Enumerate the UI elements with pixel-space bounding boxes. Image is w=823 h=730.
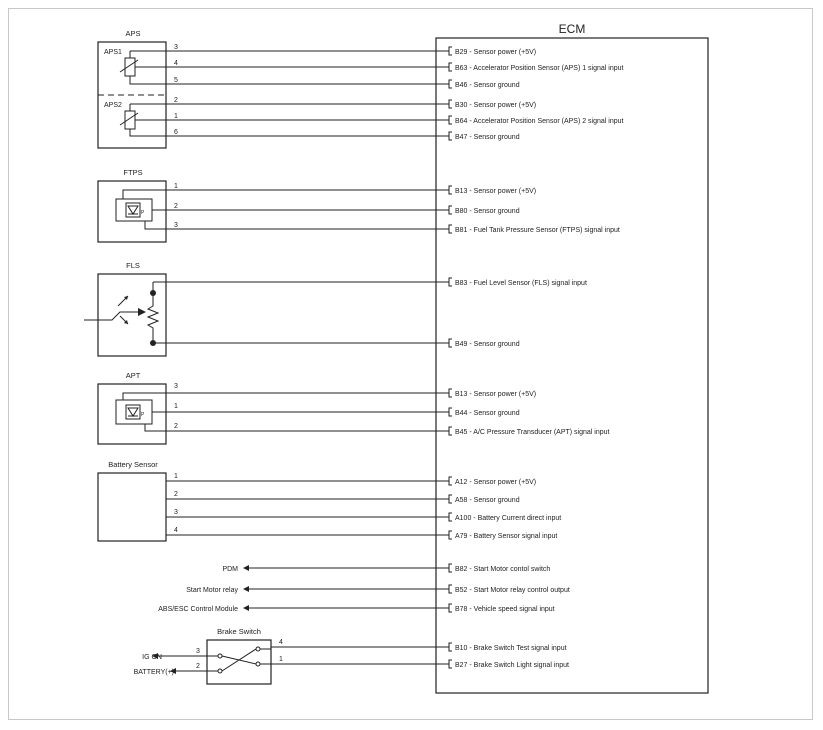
fls-sensor: FLS (84, 261, 449, 357)
battery-sensor: Battery Sensor 1 2 3 4 (97, 460, 449, 542)
brake-switch-title: Brake Switch (217, 627, 261, 636)
pressure-p-glyph: P (141, 210, 145, 216)
ecm-pin-label: B81 - Fuel Tank Pressure Sensor (FTPS) s… (455, 227, 620, 234)
apt-pin: 2 (174, 423, 178, 430)
battery-sensor-pin: 3 (174, 509, 178, 516)
ecm-pin-label: B82 - Start Motor contol switch (455, 566, 550, 573)
battery-sensor-pin: 2 (174, 491, 178, 498)
pressure-p-glyph: P (141, 412, 145, 418)
battery-sensor-title: Battery Sensor (108, 460, 158, 469)
ecm-pin-labels: B29 - Sensor power (+5V) B63 - Accelerat… (448, 46, 624, 669)
switch-contacts-icon (217, 646, 261, 674)
ig-on-label: IG ON (142, 654, 162, 661)
ecm-pin-label: B64 - Accelerator Position Sensor (APS) … (455, 118, 624, 125)
ecm-pin-label: A79 - Battery Sensor signal input (455, 533, 557, 540)
brake-switch: Brake Switch IG ON BATTERY(+) 3 2 4 1 (134, 627, 449, 685)
aps1-label: APS1 (104, 49, 122, 56)
brake-switch-pin: 1 (279, 656, 283, 663)
ecm-pin-label: B52 - Start Motor relay control output (455, 587, 570, 594)
ftps-sensor: FTPS P 1 2 3 (97, 168, 449, 243)
apt-title: APT (126, 371, 141, 380)
brake-switch-box (206, 639, 272, 685)
apt-sensor: APT P 3 1 2 (97, 371, 449, 445)
ftps-pin: 1 (174, 183, 178, 190)
ecm-box (435, 37, 709, 694)
ecm-pin-label: B78 - Vehicle speed signal input (455, 606, 555, 613)
ecm-pin-label: B27 - Brake Switch Light signal input (455, 662, 569, 669)
ecm-pin-label: B46 - Sensor ground (455, 82, 520, 89)
ecm-pin-label: A58 - Sensor ground (455, 497, 520, 504)
brake-switch-pin: 2 (196, 663, 200, 670)
ftps-pin: 3 (174, 222, 178, 229)
ftps-pin: 2 (174, 203, 178, 210)
ecm-pin-label: B63 - Accelerator Position Sensor (APS) … (455, 65, 624, 72)
ecm-title: ECM (559, 22, 586, 36)
aps2-label: APS2 (104, 102, 122, 109)
aps-pin: 1 (174, 113, 178, 120)
battery-sensor-box (97, 472, 167, 542)
output-dest-label: PDM (222, 566, 238, 573)
ecm-pin-label: B83 - Fuel Level Sensor (FLS) signal inp… (455, 280, 587, 287)
ecm-pin-label: A100 - Battery Current direct input (455, 515, 561, 522)
diagram-frame (8, 8, 813, 720)
ecm-pin-label: B44 - Sensor ground (455, 410, 520, 417)
output-dest-label: Start Motor relay (186, 587, 238, 594)
ecm-terminal-markers (448, 46, 452, 669)
fls-title: FLS (126, 261, 140, 270)
ecm-pin-label: B47 - Sensor ground (455, 134, 520, 141)
ecm-pin-label: A12 - Sensor power (+5V) (455, 479, 536, 486)
aps-title: APS (125, 29, 140, 38)
brake-switch-pin: 4 (279, 639, 283, 646)
aps1-potentiometer-icon (119, 50, 145, 85)
battery-sensor-pin: 1 (174, 473, 178, 480)
battery-plus-label: BATTERY(+) (134, 669, 174, 676)
aps-pin: 5 (174, 77, 178, 84)
apt-pin: 3 (174, 383, 178, 390)
ecm-pin-label: B13 - Sensor power (+5V) (455, 391, 536, 398)
ecm-pin-label: B45 - A/C Pressure Transducer (APT) sign… (455, 429, 610, 436)
pressure-sensor-icon: P (115, 198, 153, 222)
apt-pin: 1 (174, 403, 178, 410)
ecm-pin-label: B49 - Sensor ground (455, 341, 520, 348)
battery-sensor-pin: 4 (174, 527, 178, 534)
aps-sensor: APS APS1 APS2 3 4 5 (97, 29, 449, 149)
output-dest-label: ABS/ESC Control Module (158, 606, 238, 613)
ecm-pin-label: B13 - Sensor power (+5V) (455, 188, 536, 195)
ecm-pin-label: B80 - Sensor ground (455, 208, 520, 215)
brake-switch-pin: 3 (196, 648, 200, 655)
ecm-pin-label: B10 - Brake Switch Test signal input (455, 645, 567, 652)
ecm-pin-label: B30 - Sensor power (+5V) (455, 102, 536, 109)
aps-pin: 6 (174, 129, 178, 136)
ftps-title: FTPS (123, 168, 142, 177)
aps-pin: 3 (174, 44, 178, 51)
aps-pin: 2 (174, 97, 178, 104)
ecm-pin-label: B29 - Sensor power (+5V) (455, 49, 536, 56)
aps-pin: 4 (174, 60, 178, 67)
aps2-potentiometer-icon (119, 103, 145, 137)
ecm-outputs: PDM Start Motor relay ABS/ESC Control Mo… (158, 565, 449, 613)
ecm-module: ECM (435, 22, 709, 694)
